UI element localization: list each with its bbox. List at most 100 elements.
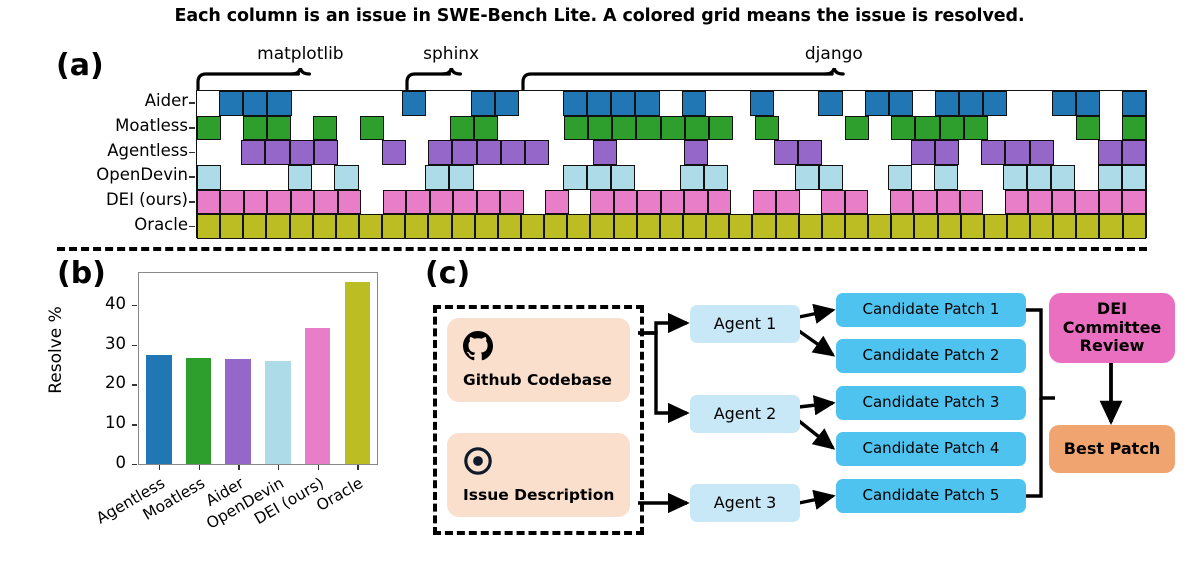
input-group-box [433, 305, 644, 535]
heatmap-cell [1006, 214, 1031, 239]
bar-chart-y-tick-label: 40 [105, 293, 126, 313]
agent-2-node: Agent 2 [690, 395, 800, 433]
bar-chart-y-tick [132, 464, 137, 466]
heatmap-cell [382, 140, 407, 165]
heatmap-cell [987, 115, 1010, 141]
heatmap-cell [823, 115, 846, 141]
panel-c-label: (c) [425, 256, 471, 291]
heatmap-cell [1122, 140, 1147, 165]
heatmap-cell [1007, 91, 1030, 116]
heatmap-cell [1122, 214, 1146, 239]
heatmap-cell [866, 140, 889, 165]
heatmap-cell [1097, 164, 1122, 190]
heatmap-cell [1005, 140, 1030, 165]
heatmap-cell [452, 140, 477, 165]
heatmap-cell [796, 91, 819, 116]
heatmap-row-dei-ours [197, 189, 1146, 215]
heatmap-cell [1051, 189, 1076, 215]
heatmap-cell [1099, 91, 1122, 116]
heatmap-cell [197, 140, 220, 165]
heatmap-cell [497, 214, 521, 239]
heatmap-cell [590, 214, 614, 239]
heatmap-cell [474, 214, 498, 239]
heatmap-cell [590, 189, 614, 215]
heatmap-cell [868, 214, 892, 239]
heatmap-cell [706, 214, 730, 239]
heatmap-row-moatless [197, 115, 1147, 141]
heatmap-cell [914, 214, 938, 239]
heatmap-cell [639, 140, 662, 165]
heatmap-cell [358, 214, 383, 239]
heatmap-cell [963, 115, 988, 141]
heatmap-cell [798, 140, 823, 165]
heatmap-cell [571, 140, 594, 165]
figure-title: Each column is an issue in SWE-Bench Lit… [174, 6, 1025, 26]
bar-opendevin [265, 360, 291, 464]
heatmap-cell [637, 189, 661, 215]
group-bracket-label: matplotlib [257, 44, 344, 64]
heatmap-cell [750, 91, 775, 116]
heatmap-cell [983, 214, 1007, 239]
heatmap-cell [405, 214, 429, 239]
heatmap-cell [402, 164, 426, 190]
heatmap-cell [1075, 91, 1100, 116]
heatmap-cell [542, 115, 565, 141]
pipeline-diagram: Github Codebase Issue Description Agent … [425, 285, 1185, 545]
heatmap-cell [657, 164, 680, 190]
heatmap-cell [752, 189, 777, 215]
bar-chart-x-tick [238, 465, 240, 470]
heatmap-row-label: Oracle [134, 214, 188, 234]
heatmap-cell [888, 91, 913, 116]
bar-chart-y-tick-label: 30 [105, 333, 126, 353]
heatmap-cell [889, 189, 914, 215]
heatmap-cell [564, 115, 589, 141]
heatmap-cell [267, 115, 292, 141]
heatmap-cell [267, 91, 292, 116]
dei-committee-review-node: DEI Committee Review [1049, 293, 1175, 363]
heatmap-cell [636, 214, 660, 239]
bar-chart-x-tick [277, 465, 280, 470]
bar-chart-x-tick [357, 465, 359, 470]
heatmap-cell [937, 214, 961, 239]
heatmap-cell [448, 91, 471, 116]
heatmap-cell [818, 91, 843, 116]
heatmap-cell [821, 189, 845, 215]
heatmap-row-label: Aider [144, 91, 188, 111]
heatmap-cell [313, 140, 338, 165]
heatmap-cell [402, 91, 427, 116]
heatmap-cell [267, 189, 291, 215]
heatmap-cell [197, 115, 222, 141]
heatmap-cell [611, 91, 636, 116]
heatmap-cell [891, 115, 916, 141]
bar-chart-y-tick [132, 344, 137, 347]
heatmap-cell [660, 189, 685, 215]
bar-chart-y-tick [132, 304, 137, 307]
panel-b-label: (b) [57, 256, 106, 291]
bar-chart-x-tick [317, 465, 319, 470]
heatmap-cell [636, 115, 661, 141]
candidate-patch-1-node: Candidate Patch 1 [836, 293, 1026, 327]
heatmap-cell [429, 189, 454, 215]
heatmap-row-oracle [197, 214, 1146, 239]
heatmap-cell [241, 140, 266, 165]
group-bracket-label: sphinx [423, 44, 480, 64]
heatmap-cell [524, 140, 549, 165]
heatmap-row-tick [189, 201, 195, 203]
heatmap-cell [265, 164, 288, 190]
heatmap-cell [1075, 189, 1099, 215]
heatmap-cell [548, 140, 571, 165]
heatmap-cell [1004, 189, 1029, 215]
heatmap-cell [359, 115, 384, 141]
heatmap-cell [910, 140, 935, 165]
heatmap-cell [801, 115, 824, 141]
heatmap-cell [843, 164, 866, 190]
heatmap-cell [567, 214, 591, 239]
heatmap-cell [681, 91, 706, 116]
heatmap-cell [449, 164, 474, 190]
group-bracket-label: django [804, 44, 863, 64]
bar-slot [139, 273, 179, 464]
heatmap-cell [1097, 140, 1122, 165]
heatmap-cell [1076, 214, 1100, 239]
heatmap-cell [610, 164, 636, 190]
bar-slot [298, 273, 338, 464]
